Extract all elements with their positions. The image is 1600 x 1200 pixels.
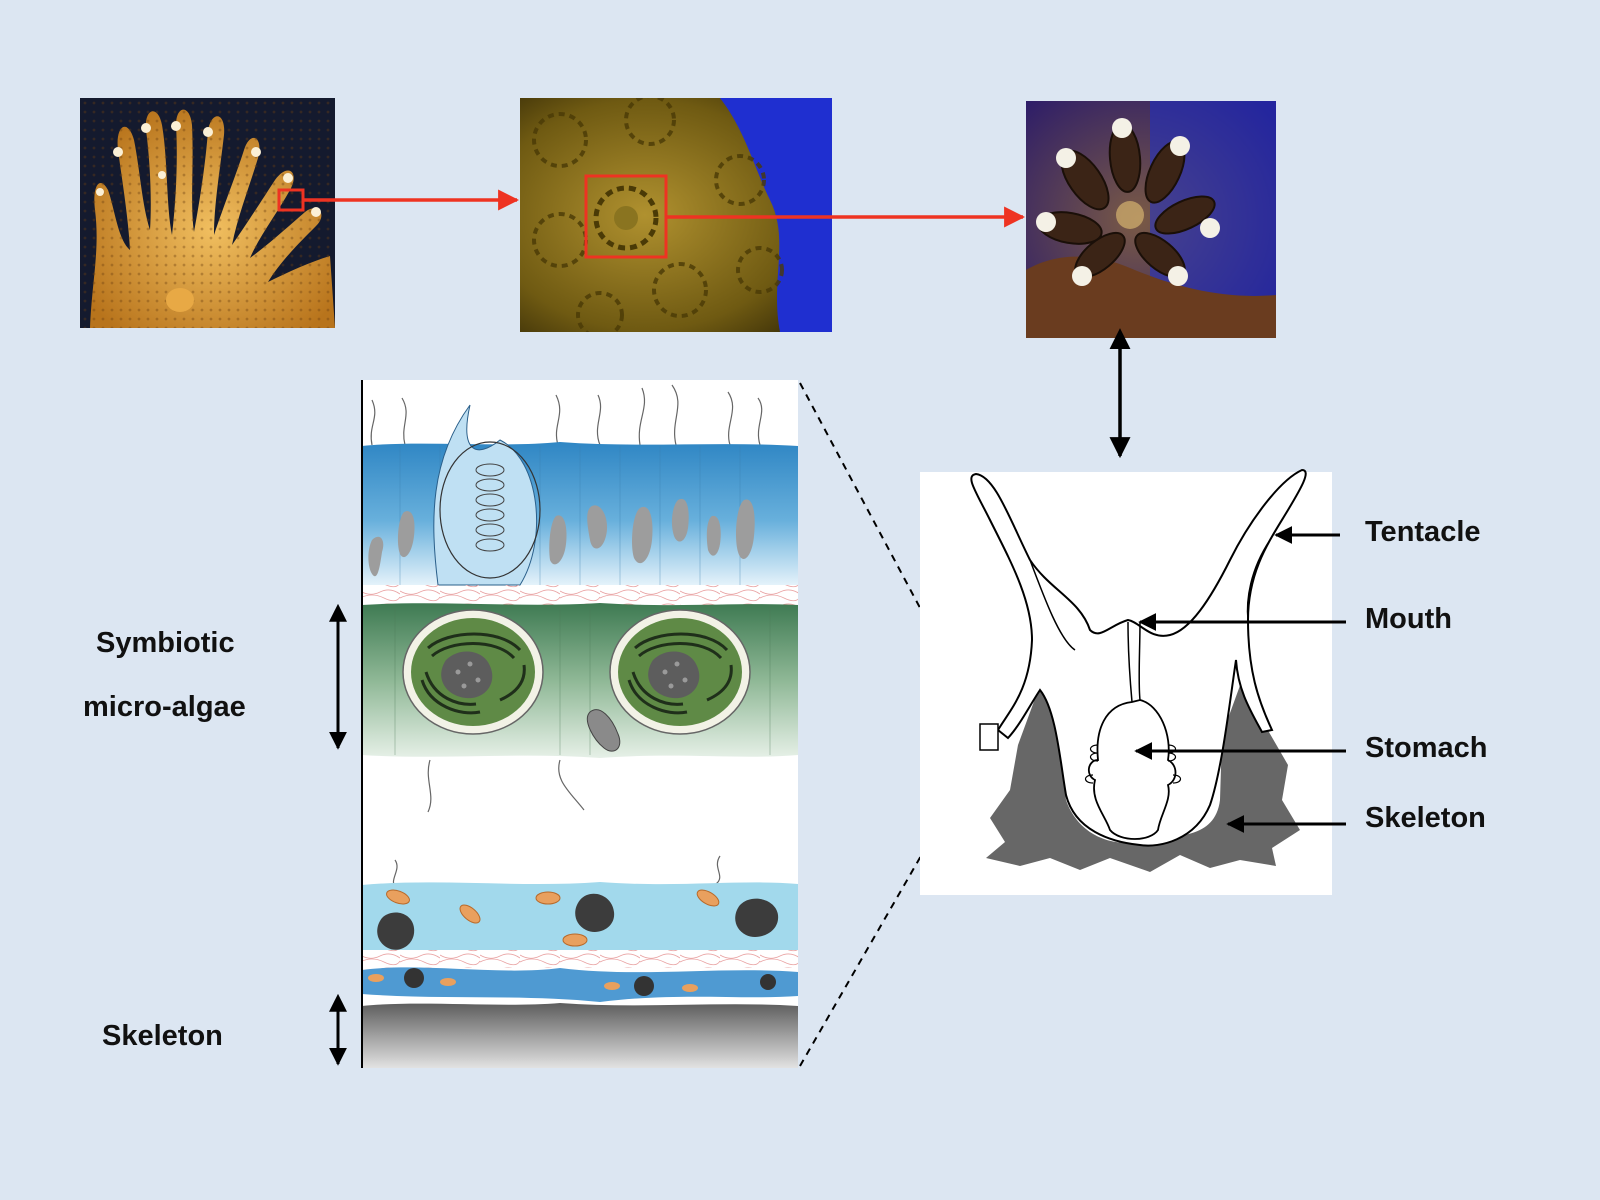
symbiont-cell-2	[609, 609, 751, 735]
skeleton-right-label: Skeleton	[1365, 802, 1486, 834]
mouth-label: Mouth	[1365, 603, 1452, 635]
symbiont-cell-1	[402, 609, 544, 735]
symbiotic-label: Symbiotic	[96, 627, 235, 659]
tentacle-label: Tentacle	[1365, 516, 1481, 548]
stomach-label: Stomach	[1365, 732, 1488, 764]
tissue-cross-section	[362, 380, 798, 1068]
polyp-closeup-photo	[520, 98, 832, 332]
single-polyp-photo	[1026, 101, 1276, 338]
coral-colony-photo	[80, 98, 335, 328]
schematic-skeleton	[986, 680, 1300, 872]
skeleton-left-label: Skeleton	[102, 1020, 223, 1052]
polyp-schematic	[920, 468, 1346, 895]
micro-algae-label: micro-algae	[83, 691, 246, 723]
